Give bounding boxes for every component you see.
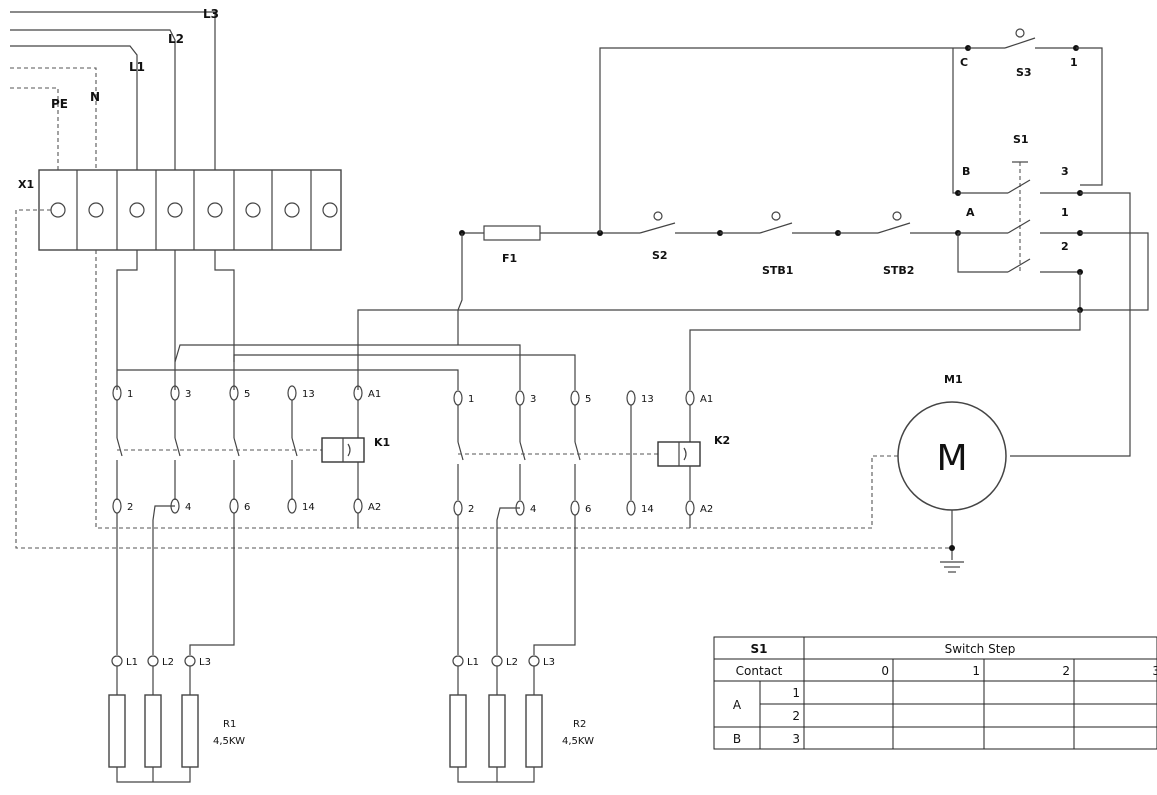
k1-pin-5: 5 <box>244 389 250 400</box>
table-step-0: 0 <box>881 664 889 678</box>
k1-pin-1: 1 <box>127 389 133 400</box>
label-s1: S1 <box>1013 133 1029 146</box>
ground-icon <box>940 561 964 573</box>
label-s1-b: B <box>962 165 970 178</box>
table-contact-2: 2 <box>792 709 800 723</box>
k2-pin-3: 3 <box>530 394 536 405</box>
k2-pin-2: 2 <box>468 504 474 515</box>
label-n: N <box>90 90 100 104</box>
label-r2: R2 <box>573 719 586 730</box>
label-f1: F1 <box>502 252 517 265</box>
r1-pin-l1: L1 <box>126 657 138 668</box>
motor-m1: M1 M <box>897 373 1007 511</box>
label-s1-3: 3 <box>1061 165 1069 178</box>
table-title: S1 <box>751 642 768 656</box>
r2-pin-l2: L2 <box>506 657 518 668</box>
label-x1: X1 <box>18 178 34 191</box>
table-step-2: 2 <box>1062 664 1070 678</box>
fuse-f1 <box>483 225 541 241</box>
table-contact-label: Contact <box>736 664 783 678</box>
contactor-k2: 1 3 5 13 A1 K2 2 4 6 14 A2 <box>453 390 730 528</box>
label-s3-1: 1 <box>1070 56 1078 69</box>
label-pe: PE <box>51 97 68 111</box>
r1-power: 4,5KW <box>213 736 245 747</box>
k2-pin-a2: A2 <box>700 504 713 515</box>
label-m1: M1 <box>944 373 963 386</box>
load-r2: L1 L2 L3 R2 4,5KW <box>449 655 594 783</box>
k1-pin-a2: A2 <box>368 502 381 513</box>
control-circuit: F1 S2 STB1 STB2 C S3 1 <box>459 28 1149 457</box>
s1-switch-table: S1 Switch Step Contact 0 1 2 3 A 1 2 B 3 <box>713 636 1157 750</box>
label-s3: S3 <box>1016 66 1032 79</box>
label-stb2: STB2 <box>883 264 914 277</box>
k1-pin-14: 14 <box>302 502 315 513</box>
k2-pin-1: 1 <box>468 394 474 405</box>
label-k1: K1 <box>374 436 390 449</box>
k1-pin-3: 3 <box>185 389 191 400</box>
k2-pin-a1: A1 <box>700 394 713 405</box>
k1-pin-6: 6 <box>244 502 250 513</box>
table-step-1: 1 <box>972 664 980 678</box>
label-s1-a: A <box>966 206 975 219</box>
label-l3: L3 <box>203 7 219 21</box>
table-group-a: A <box>733 698 742 712</box>
table-header: Switch Step <box>945 642 1016 656</box>
k1-pin-a1: A1 <box>368 389 381 400</box>
load-r1: L1 L2 L3 R1 4,5KW <box>108 655 245 783</box>
label-s3-c: C <box>960 56 968 69</box>
k2-pin-14: 14 <box>641 504 654 515</box>
label-s1-2: 2 <box>1061 240 1069 253</box>
pe-line <box>15 209 952 549</box>
neutral-line <box>95 250 898 529</box>
table-contact-3: 3 <box>792 732 800 746</box>
k2-pin-5: 5 <box>585 394 591 405</box>
r1-pin-l3: L3 <box>199 657 211 668</box>
k1-pin-4: 4 <box>185 502 191 513</box>
label-l1: L1 <box>129 60 145 74</box>
terminal-block-x1: X1 <box>18 169 342 251</box>
motor-symbol: M <box>936 438 967 479</box>
table-group-b: B <box>733 732 741 746</box>
label-k2: K2 <box>714 434 730 447</box>
label-r1: R1 <box>223 719 236 730</box>
r2-pin-l3: L3 <box>543 657 555 668</box>
contactor-k1: 1 3 5 13 A1 K1 2 4 6 14 A2 <box>112 385 390 528</box>
r1-pin-l2: L2 <box>162 657 174 668</box>
k2-pin-4: 4 <box>530 504 536 515</box>
table-contact-1: 1 <box>792 686 800 700</box>
label-s1-1: 1 <box>1061 206 1069 219</box>
k2-pin-13: 13 <box>641 394 654 405</box>
label-l2: L2 <box>168 32 184 46</box>
k1-pin-13: 13 <box>302 389 315 400</box>
r2-power: 4,5KW <box>562 736 594 747</box>
r2-pin-l1: L1 <box>467 657 479 668</box>
label-stb1: STB1 <box>762 264 793 277</box>
k2-pin-6: 6 <box>585 504 591 515</box>
supply-lines: L3 L2 L1 N PE <box>10 7 219 170</box>
label-s2: S2 <box>652 249 668 262</box>
table-step-3: 3 <box>1152 664 1157 678</box>
k1-pin-2: 2 <box>127 502 133 513</box>
